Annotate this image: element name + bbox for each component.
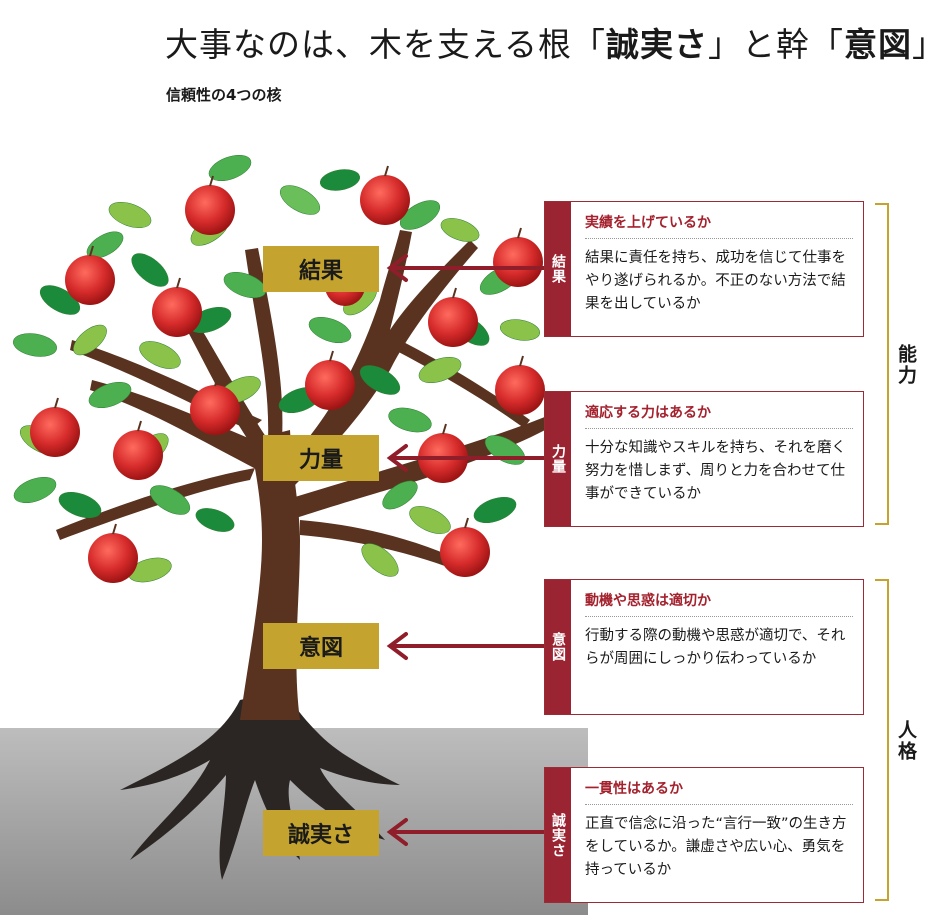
diagram-title: 大事なのは、木を支える根「誠実さ」と幹「意図」 (165, 25, 933, 64)
card-tab: 意図 (545, 580, 571, 714)
core-label-integrity: 誠実さ (263, 810, 379, 856)
card-question: 実績を上げているか (585, 212, 853, 239)
card-capabilities: 力量 適応する力はあるか 十分な知識やスキルを持ち、それを磨く努力を惜しまず、周… (544, 391, 864, 527)
core-label-results: 結果 (263, 246, 379, 292)
card-text: 正直で信念に沿った“言行一致”の生き方をしているか。謙虚さや広い心、勇気を持って… (585, 816, 847, 878)
card-tab: 誠実さ (545, 768, 571, 902)
core-label-intent: 意図 (263, 623, 379, 669)
roots (120, 690, 400, 880)
card-question: 動機や思惑は適切か (585, 590, 853, 617)
card-question: 適応する力はあるか (585, 402, 853, 429)
card-text: 行動する際の動機や思惑が適切で、それらが周囲にしっかり伝わっているか (585, 628, 846, 667)
card-question: 一貫性はあるか (585, 778, 853, 805)
ability-bracket (875, 203, 889, 525)
card-tab: 力量 (545, 392, 571, 526)
group-label-character: 人格 (893, 716, 920, 766)
arrows (386, 254, 546, 846)
character-bracket (875, 579, 889, 901)
leaves (13, 154, 541, 583)
card-results: 結果 実績を上げているか 結果に責任を持ち、成功を信じて仕事をやり遂げられるか。… (544, 201, 864, 337)
diagram-subtitle: 信頼性の4つの核 (166, 86, 282, 104)
core-label-capabilities: 力量 (263, 435, 379, 481)
card-text: 結果に責任を持ち、成功を信じて仕事をやり遂げられるか。不正のない方法で結果を出し… (585, 250, 846, 312)
group-label-ability: 能力 (893, 340, 920, 390)
card-tab: 結果 (545, 202, 571, 336)
card-integrity: 誠実さ 一貫性はあるか 正直で信念に沿った“言行一致”の生き方をしているか。謙虚… (544, 767, 864, 903)
card-intent: 意図 動機や思惑は適切か 行動する際の動機や思惑が適切で、それらが周囲にしっかり… (544, 579, 864, 715)
card-text: 十分な知識やスキルを持ち、それを磨く努力を惜しまず、周りと力を合わせて仕事ができ… (585, 440, 846, 502)
apples (30, 165, 545, 583)
